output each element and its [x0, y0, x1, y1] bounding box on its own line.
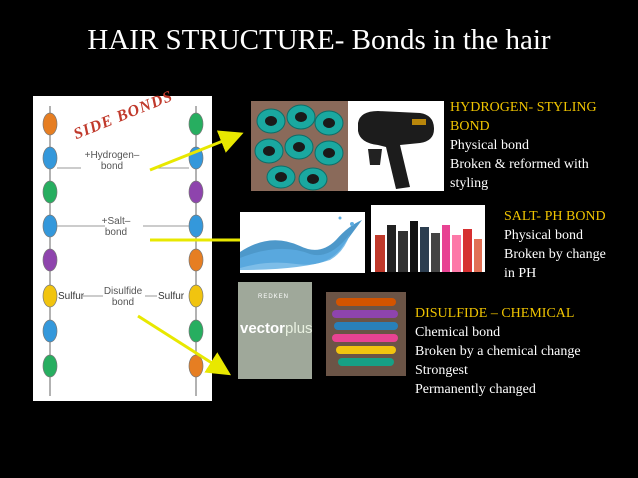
sulfur-left-label: Sulfur — [58, 291, 85, 302]
hydrogen-heading-line-1: HYDROGEN- STYLING — [450, 100, 597, 115]
hydrogen-line-2: Broken & reformed with — [450, 157, 589, 172]
disulfide-bond-label: Disulfide bond — [102, 286, 144, 308]
sulfur-right-label: Sulfur — [158, 291, 185, 302]
salt-bond-label-line-1: +Salt– — [101, 216, 131, 227]
salt-bond-label-line-2: bond — [104, 227, 128, 238]
keratin-chain-diagram — [42, 106, 204, 396]
hydrogen-line-3: styling — [450, 176, 489, 191]
hair-dryer-photo — [348, 101, 444, 191]
disulfide-line-4: Permanently changed — [415, 382, 536, 397]
product-name-vector: vector — [240, 320, 286, 337]
disulfide-line-3: Strongest — [415, 363, 468, 378]
salt-line-1: Physical bond — [504, 228, 583, 243]
slide-title: HAIR STRUCTURE- Bonds in the hair — [87, 24, 551, 56]
salt-line-3: in PH — [504, 266, 537, 281]
hydrogen-line-1: Physical bond — [450, 138, 529, 153]
hydrogen-bond-label-line-1: +Hydrogen– — [84, 150, 140, 161]
disulfide-arrow — [137, 314, 232, 376]
hydrogen-bond-section: HYDROGEN- STYLING BOND Physical bond Bro… — [450, 98, 597, 193]
perm-rods-photo — [326, 292, 406, 376]
salt-bond-label: +Salt– bond — [96, 216, 136, 238]
right-amino-chain — [188, 112, 204, 378]
disulfide-heading: DISULFIDE – CHEMICAL — [415, 306, 575, 321]
product-name-plus: plus — [285, 320, 312, 337]
disulfide-line-2: Broken by a chemical change — [415, 344, 581, 359]
disulfide-bond-label-line-1: Disulfide — [103, 286, 143, 297]
product-brand: REDKEN — [258, 294, 290, 300]
hydrogen-bond-label-line-2: bond — [100, 161, 124, 172]
salt-line-2: Broken by change — [504, 247, 606, 262]
product-name: vectorplus — [240, 320, 312, 337]
disulfide-bond-label-line-2: bond — [111, 297, 135, 308]
bond-diagram-panel — [33, 96, 212, 401]
hydrogen-heading-line-2: BOND — [450, 119, 490, 134]
disulfide-bond-section: DISULFIDE – CHEMICAL Chemical bond Broke… — [415, 304, 581, 399]
left-amino-chain — [42, 112, 58, 378]
hydrogen-bond-label: +Hydrogen– bond — [82, 150, 142, 172]
salt-bond-section: SALT- PH BOND Physical bond Broken by ch… — [504, 207, 606, 283]
hydrogen-arrow — [149, 130, 244, 172]
redken-product-box: REDKEN vectorplus — [238, 282, 312, 379]
hair-rollers-photo — [251, 101, 348, 191]
disulfide-line-1: Chemical bond — [415, 325, 501, 340]
hair-products-photo — [371, 205, 485, 272]
salt-heading: SALT- PH BOND — [504, 209, 606, 224]
water-splash-photo — [240, 212, 365, 273]
